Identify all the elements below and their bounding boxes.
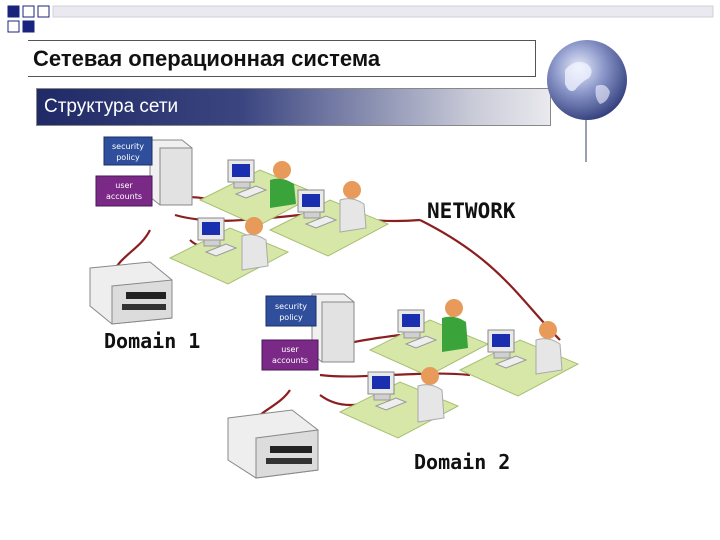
page-subtitle: Структура сети — [44, 96, 179, 117]
page-title: Сетевая операционная система — [33, 46, 381, 71]
security-label-line1: security — [112, 142, 144, 151]
subtitle-bar — [36, 88, 551, 126]
workstation-1b — [269, 181, 389, 257]
domain-1-label: Domain 1 — [104, 329, 200, 353]
globe-pole — [585, 120, 587, 162]
user-accounts-box-2: user accounts — [261, 339, 319, 371]
title-bar — [28, 40, 536, 77]
user-accounts-box-1: user accounts — [95, 175, 153, 207]
globe-icon — [547, 40, 627, 120]
accounts-label-line2: accounts — [272, 356, 308, 365]
security-policy-box-1: security policy — [103, 136, 153, 166]
domain-2: security policy user accounts — [227, 293, 579, 479]
decorative-squares — [7, 5, 714, 33]
server-2 — [311, 293, 355, 363]
server-1 — [149, 139, 193, 206]
workstation-2a — [369, 299, 489, 377]
security-label-line2: policy — [279, 313, 303, 322]
accounts-label-line1: user — [281, 345, 299, 354]
accounts-label-line1: user — [115, 181, 133, 190]
printer-2 — [227, 409, 319, 479]
printer-1 — [89, 261, 173, 325]
security-label-line1: security — [275, 302, 307, 311]
workstation-1c — [169, 217, 289, 285]
security-label-line2: policy — [116, 153, 140, 162]
domain-2-label: Domain 2 — [414, 450, 510, 474]
network-label: NETWORK — [427, 199, 516, 223]
workstation-2b — [459, 321, 579, 397]
security-policy-box-2: security policy — [265, 295, 317, 327]
accounts-label-line2: accounts — [106, 192, 142, 201]
workstation-1a — [199, 159, 319, 227]
domain-1: security policy user accounts — [89, 136, 389, 353]
workstation-2c — [339, 367, 459, 439]
